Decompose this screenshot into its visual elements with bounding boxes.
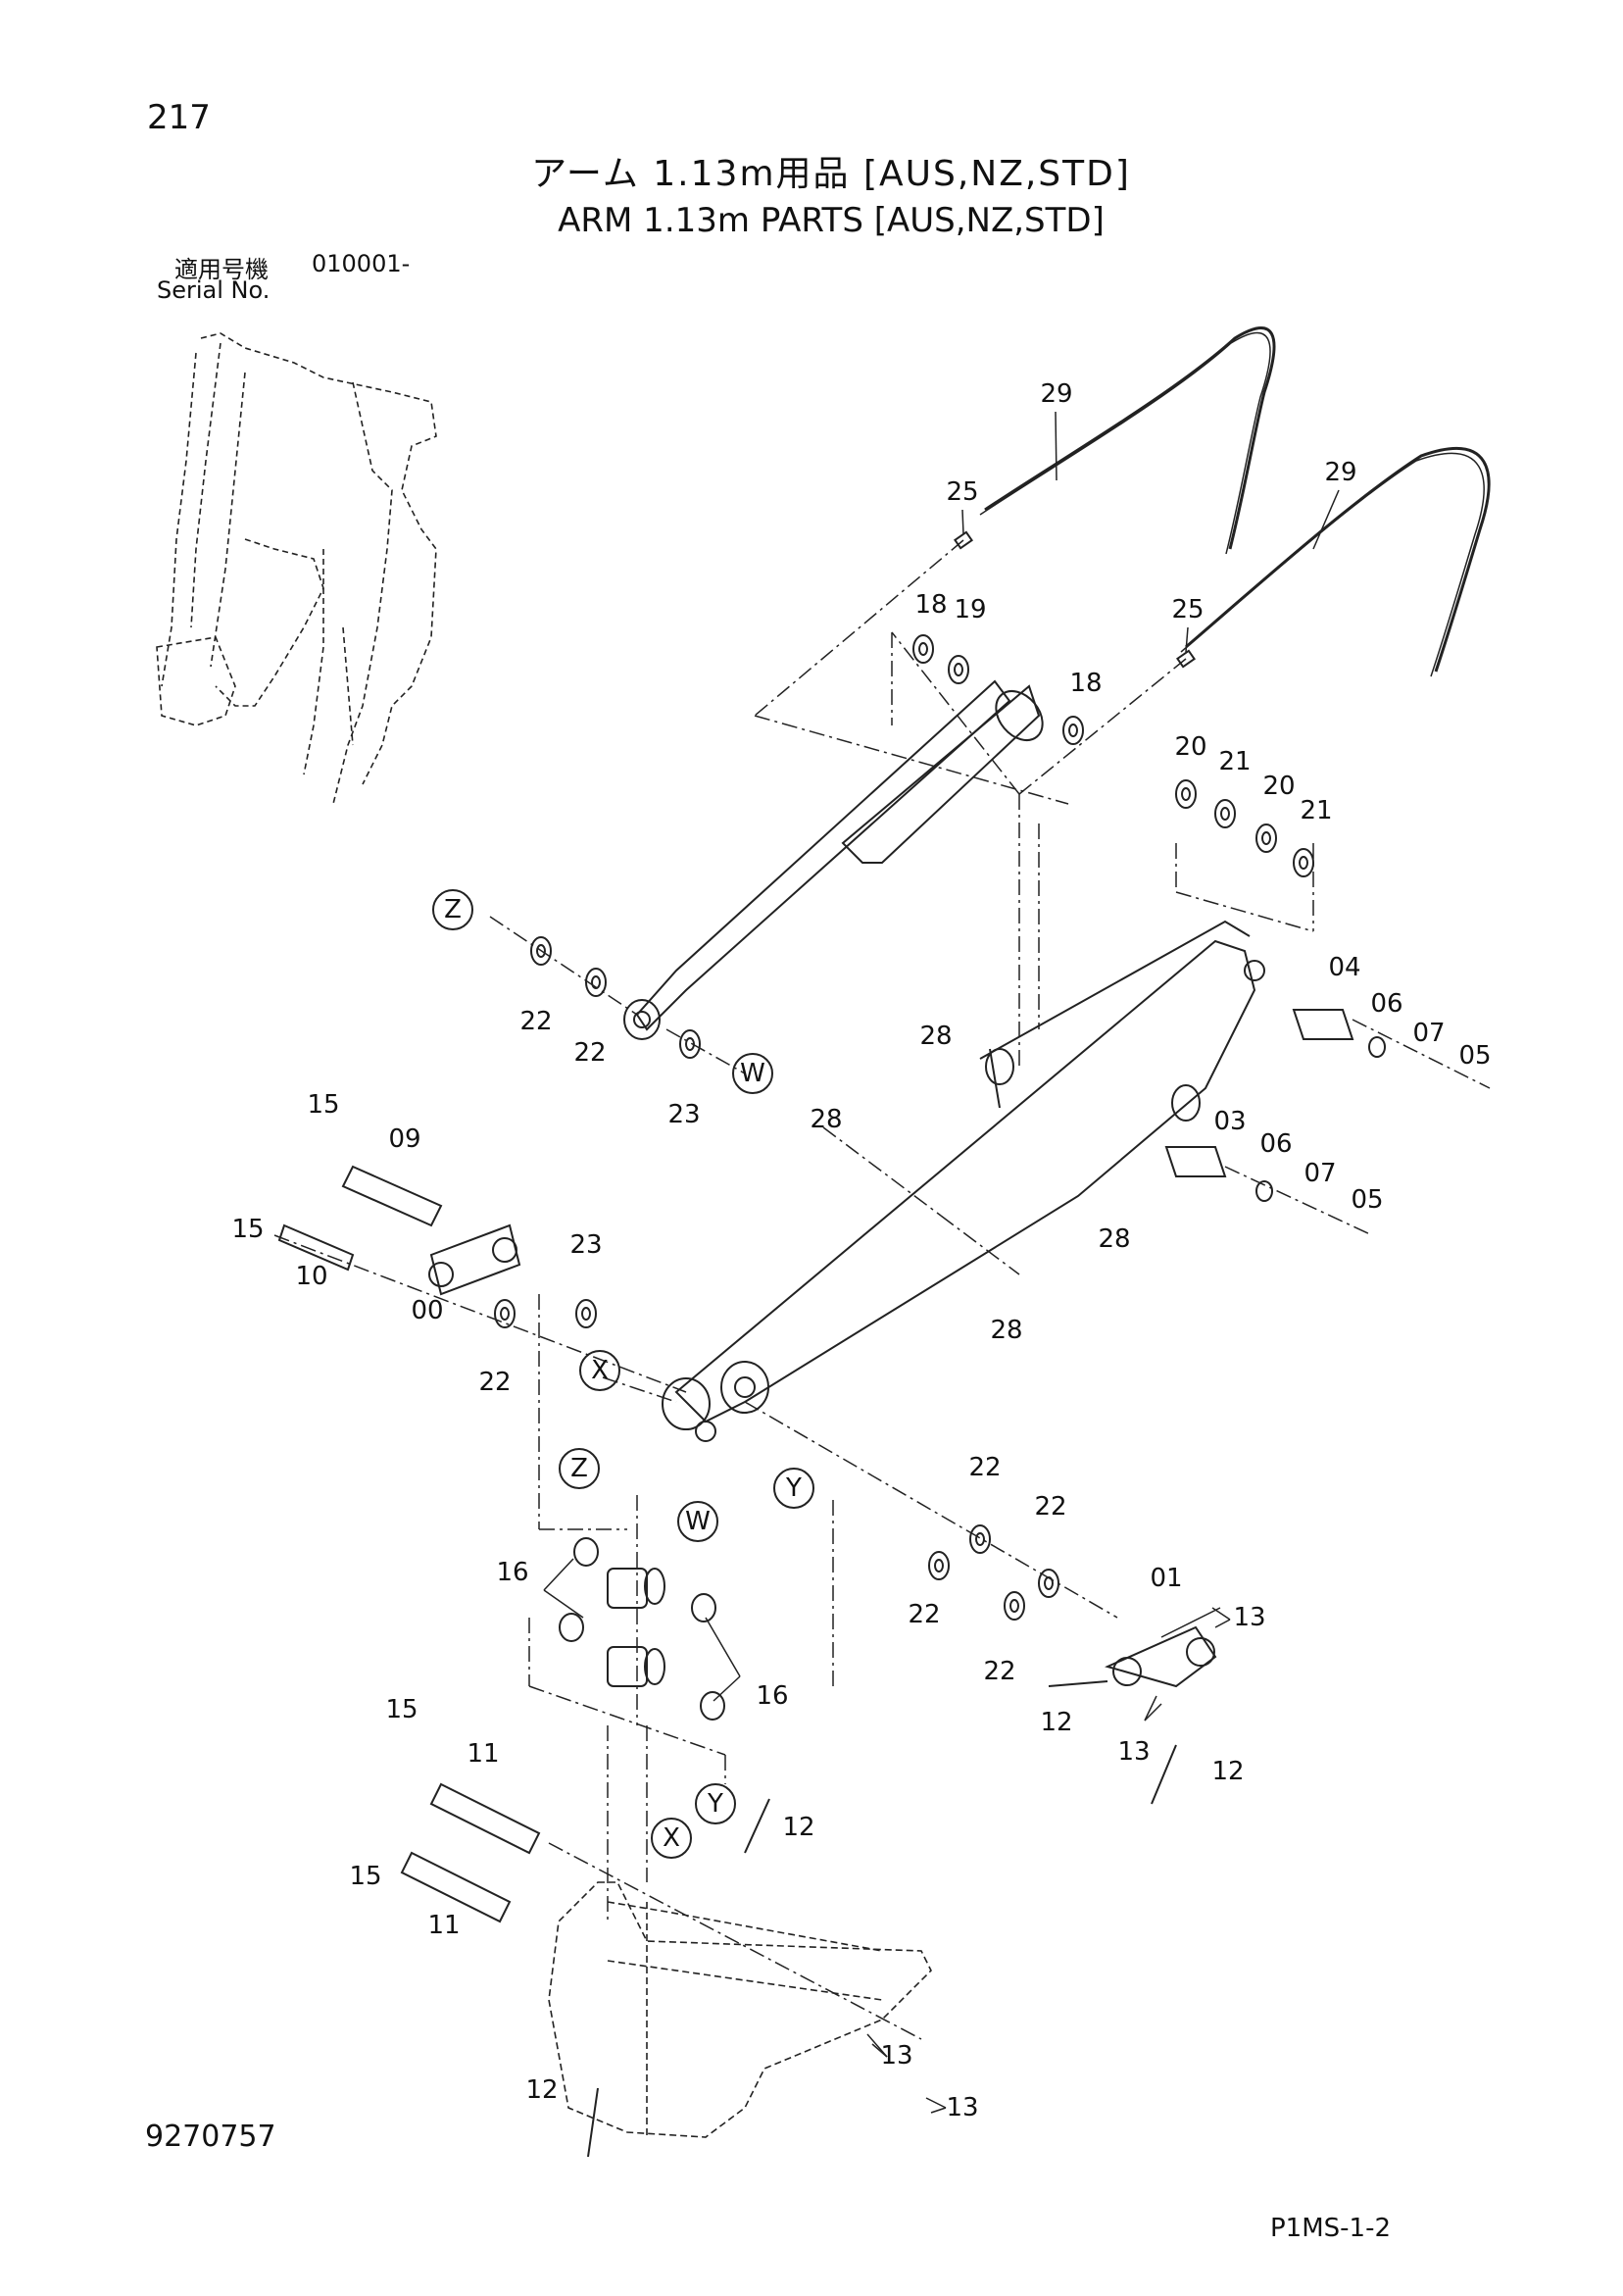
serial-label-english: Serial No. bbox=[157, 276, 270, 304]
part-label: 23 bbox=[667, 1100, 700, 1129]
callout-letter: X bbox=[591, 1356, 609, 1385]
part-label: 22 bbox=[519, 1007, 552, 1036]
part-label: 13 bbox=[1233, 1603, 1265, 1632]
part-label: 22 bbox=[573, 1038, 606, 1068]
part-label: 20 bbox=[1174, 732, 1206, 762]
part-label: 18 bbox=[1069, 669, 1102, 698]
part-label: 15 bbox=[349, 1862, 381, 1891]
part-label: 12 bbox=[782, 1813, 814, 1842]
part-number-labels: 29 29 25 25 18 19 18 20 21 20 21 04 06 0… bbox=[231, 379, 1491, 2122]
part-label: 22 bbox=[478, 1368, 511, 1397]
document-code: 9270757 bbox=[145, 2120, 276, 2154]
part-label: 22 bbox=[908, 1600, 940, 1629]
part-label: 28 bbox=[990, 1316, 1022, 1345]
part-label: 11 bbox=[427, 1911, 460, 1940]
part-label: 00 bbox=[411, 1296, 443, 1325]
serial-number-value: 010001- bbox=[312, 250, 411, 277]
part-label: 07 bbox=[1303, 1159, 1336, 1188]
part-label: 06 bbox=[1370, 989, 1402, 1019]
part-label: 22 bbox=[983, 1657, 1015, 1686]
part-label: 28 bbox=[810, 1105, 842, 1134]
callout-letter: Y bbox=[707, 1789, 723, 1819]
title-english: ARM 1.13m PARTS [AUS,NZ,STD] bbox=[558, 201, 1105, 240]
part-label: 13 bbox=[946, 2093, 978, 2122]
callout-letter: Z bbox=[570, 1454, 588, 1483]
part-label: 12 bbox=[1211, 1757, 1244, 1786]
part-label: 10 bbox=[295, 1262, 327, 1291]
part-label: 15 bbox=[385, 1695, 418, 1724]
title-japanese: アーム 1.13m用品 [AUS,NZ,STD] bbox=[531, 154, 1131, 194]
callout-letter: Y bbox=[785, 1473, 802, 1503]
part-label: 16 bbox=[496, 1558, 528, 1587]
part-label: 03 bbox=[1213, 1107, 1246, 1136]
part-label: 04 bbox=[1328, 953, 1360, 982]
part-label: 20 bbox=[1262, 772, 1295, 801]
part-label: 18 bbox=[914, 590, 947, 620]
part-label: 28 bbox=[919, 1022, 952, 1051]
part-label: 22 bbox=[968, 1453, 1001, 1482]
part-label: 25 bbox=[1171, 595, 1204, 624]
part-label: 28 bbox=[1098, 1224, 1130, 1254]
page-number: 217 bbox=[147, 98, 211, 137]
part-label: 01 bbox=[1150, 1564, 1182, 1593]
part-label: 07 bbox=[1412, 1019, 1445, 1048]
part-label: 09 bbox=[388, 1124, 420, 1154]
part-label: 21 bbox=[1218, 747, 1251, 776]
callout-markers bbox=[432, 889, 814, 1859]
part-label: 19 bbox=[954, 595, 986, 624]
part-label: 22 bbox=[1034, 1492, 1066, 1522]
part-label: 13 bbox=[1117, 1737, 1150, 1767]
part-label: 21 bbox=[1300, 796, 1332, 825]
callout-letters: Z W X Y Z W X Y bbox=[444, 895, 802, 1853]
part-label: 11 bbox=[467, 1739, 499, 1769]
callout-letter: X bbox=[663, 1823, 680, 1853]
part-label: 12 bbox=[1040, 1708, 1072, 1737]
part-label: 15 bbox=[307, 1090, 339, 1120]
part-label: 05 bbox=[1458, 1041, 1491, 1071]
callout-letter: W bbox=[740, 1059, 765, 1088]
part-label: 13 bbox=[880, 2041, 912, 2071]
sheet-reference: P1MS-1-2 bbox=[1270, 2214, 1392, 2243]
part-label: 25 bbox=[946, 477, 978, 507]
part-label: 15 bbox=[231, 1215, 264, 1244]
part-label: 12 bbox=[525, 2075, 558, 2105]
part-label: 16 bbox=[756, 1681, 788, 1711]
part-label: 29 bbox=[1040, 379, 1072, 409]
part-label: 06 bbox=[1259, 1129, 1292, 1159]
part-label: 29 bbox=[1324, 458, 1356, 487]
part-label: 05 bbox=[1351, 1185, 1383, 1215]
part-label: 23 bbox=[569, 1230, 602, 1260]
serial-label-japanese: 適用号機 bbox=[174, 256, 269, 283]
machine-overview-sketch bbox=[156, 332, 437, 805]
callout-letter: Z bbox=[444, 895, 462, 924]
callout-letter: W bbox=[685, 1507, 711, 1536]
